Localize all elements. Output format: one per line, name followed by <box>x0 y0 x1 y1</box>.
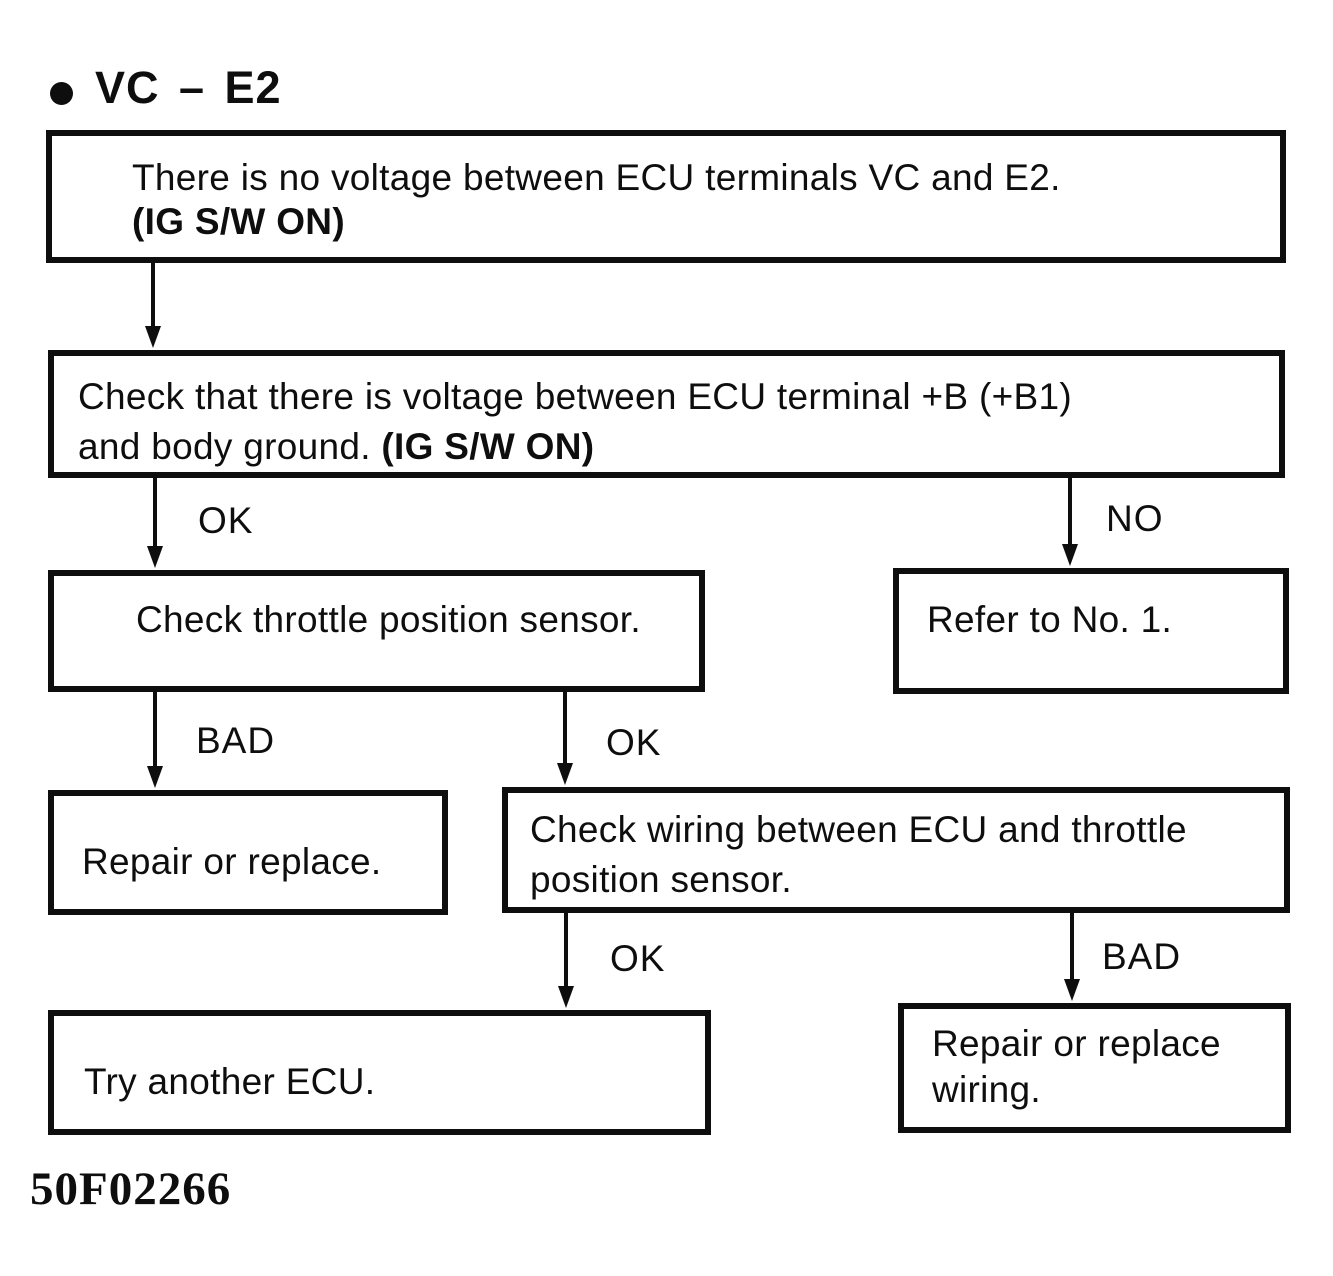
node-refer-to-no1: Refer to No. 1. <box>893 568 1289 694</box>
page-title: VC – E2 <box>95 62 282 113</box>
branch-label-bad: BAD <box>1102 936 1182 977</box>
node-check-wiring: Check wiring between ECU and throttle po… <box>502 787 1290 913</box>
node-text-line: Check throttle position sensor. <box>136 599 641 640</box>
node-text-line: Refer to No. 1. <box>927 599 1173 640</box>
arrow-down-ok-to-check-throttle-sensor <box>153 478 157 546</box>
figure-code: 50F02266 <box>30 1163 232 1215</box>
arrow-down-no-to-refer-no1 <box>1068 478 1072 544</box>
arrow-down-bad-to-repair-or-replace <box>153 692 157 766</box>
branch-label-no: NO <box>1106 498 1164 539</box>
node-text-line: There is no voltage between ECU terminal… <box>132 157 1061 198</box>
branch-label-ok: OK <box>198 500 254 541</box>
arrow-down-bad-to-repair-wiring <box>1070 913 1074 979</box>
arrow-down-symptom-to-check-voltage <box>151 263 155 326</box>
node-text-line: (IG S/W ON) <box>132 201 345 242</box>
arrow-down-ok-to-try-another-ecu <box>564 913 568 986</box>
arrow-down-ok-to-check-wiring <box>563 692 567 763</box>
branch-label-ok: OK <box>610 938 666 979</box>
node-check-voltage-b: Check that there is voltage between ECU … <box>48 350 1285 478</box>
branch-label-bad: BAD <box>196 720 276 761</box>
node-repair-or-replace: Repair or replace. <box>48 790 448 915</box>
node-text-line: and body ground. (IG S/W ON) <box>78 426 595 467</box>
node-text-line: Repair or replace <box>932 1023 1221 1064</box>
node-check-throttle-position-sensor: Check throttle position sensor. <box>48 570 705 692</box>
bullet-icon <box>50 82 73 105</box>
node-text-line: position sensor. <box>530 859 792 900</box>
node-text-line: Try another ECU. <box>84 1061 376 1102</box>
node-try-another-ecu: Try another ECU. <box>48 1010 711 1135</box>
node-repair-or-replace-wiring: Repair or replace wiring. <box>898 1003 1291 1133</box>
node-text-line: Repair or replace. <box>82 841 382 882</box>
node-text-line: wiring. <box>932 1069 1042 1110</box>
node-symptom-no-voltage: There is no voltage between ECU terminal… <box>46 130 1286 263</box>
node-text-line: Check wiring between ECU and throttle <box>530 809 1187 850</box>
branch-label-ok: OK <box>606 722 662 763</box>
node-text-line: Check that there is voltage between ECU … <box>78 376 1072 417</box>
